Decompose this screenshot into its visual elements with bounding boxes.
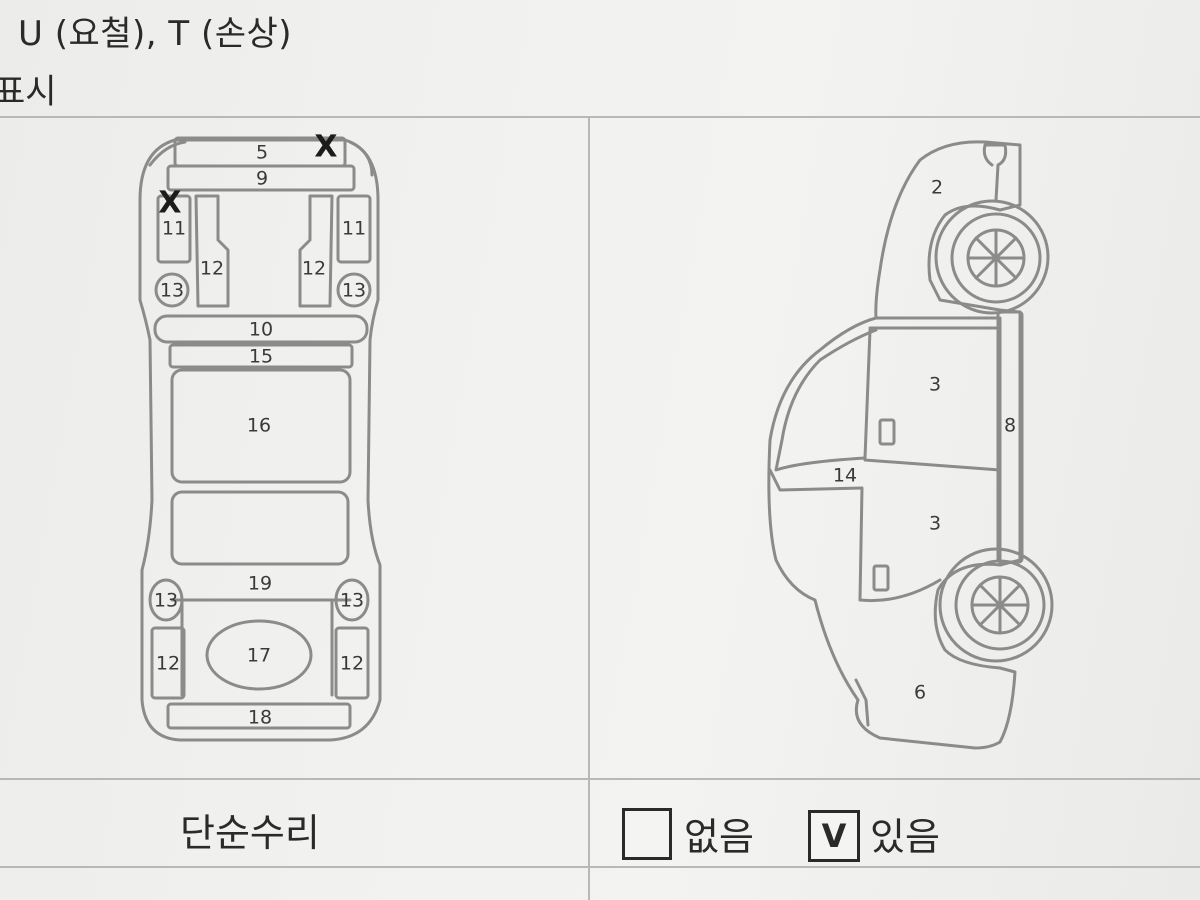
table-border-top [0,116,1200,118]
part-label-12-front-left: 12 [200,258,224,280]
legend-text-2: 표시 [0,72,57,112]
table-border-middle [0,778,1200,780]
legend-text: U (요철), T (손상) [18,14,293,54]
part-label-15: 15 [249,346,273,368]
part-label-9: 9 [256,168,268,190]
part-label-5: 5 [256,142,268,164]
simple-repair-label: 단순수리 [180,811,320,855]
option-none-label: 없음 [684,815,754,859]
part-label-13-rear-right: 13 [340,590,364,612]
damage-mark-x-front-left: X [158,186,181,221]
part-label-13-front-right: 13 [342,280,366,302]
table-column-divider [588,116,590,900]
part-label-12-front-right: 12 [302,258,326,280]
check-mark: V [821,817,847,855]
side-part-label-3-upper: 3 [929,374,941,396]
side-part-label-3-lower: 3 [929,513,941,535]
part-label-11-right: 11 [342,218,366,240]
side-part-label-8: 8 [1004,415,1016,437]
part-label-18: 18 [248,707,272,729]
side-part-label-2: 2 [931,177,943,199]
part-label-19: 19 [248,573,272,595]
checkbox-none[interactable] [622,808,672,860]
table-border-bottom [0,866,1200,868]
part-label-16: 16 [247,415,271,437]
part-label-11-left: 11 [162,218,186,240]
part-label-13-front-left: 13 [160,280,184,302]
part-label-13-rear-left: 13 [154,590,178,612]
part-label-17: 17 [247,645,271,667]
option-yes-label: 있음 [870,815,940,859]
side-part-label-14: 14 [833,465,857,487]
damage-mark-x-front-right: X [314,130,337,165]
part-label-10: 10 [249,319,273,341]
part-label-12-rear-right: 12 [340,653,364,675]
part-label-12-rear-left: 12 [156,653,180,675]
checkbox-yes[interactable]: V [808,810,860,862]
side-part-label-6: 6 [914,682,926,704]
